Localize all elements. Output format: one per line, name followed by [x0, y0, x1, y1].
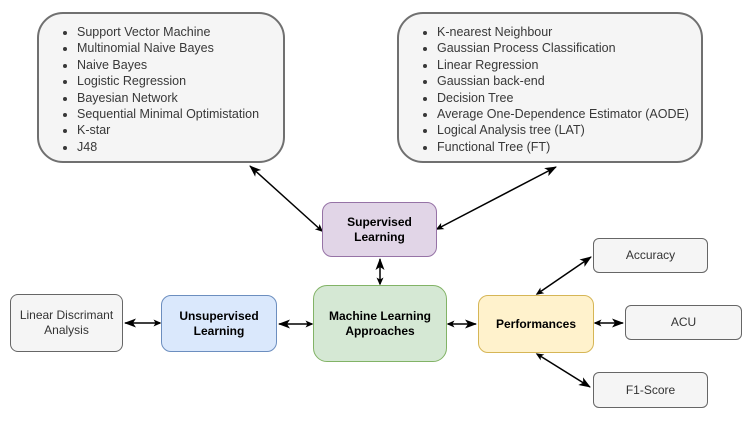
- list-item: Gaussian Process Classification: [437, 40, 689, 56]
- node-f1-score: F1-Score: [593, 372, 708, 408]
- node-machine-learning-approaches: Machine Learning Approaches: [313, 285, 447, 362]
- list-item: Functional Tree (FT): [437, 139, 689, 155]
- list-item: Multinomial Naive Bayes: [77, 40, 259, 56]
- list-item: Linear Regression: [437, 57, 689, 73]
- classifier-algorithms-list: K-nearest NeighbourGaussian Process Clas…: [399, 24, 689, 155]
- node-unsupervised-learning: Unsupervised Learning: [161, 295, 277, 352]
- node-label: Machine Learning Approaches: [328, 309, 432, 338]
- list-item: Sequential Minimal Optimistation: [77, 106, 259, 122]
- connector-performances-to-accuracy: [535, 256, 592, 295]
- list-item: Gaussian back-end: [437, 73, 689, 89]
- supervised-algorithms-list: Support Vector MachineMultinomial Naive …: [39, 24, 259, 155]
- list-item: Average One-Dependence Estimator (AODE): [437, 106, 689, 122]
- node-label: Unsupervised Learning: [179, 309, 259, 338]
- node-acu: ACU: [625, 305, 742, 340]
- node-accuracy: Accuracy: [593, 238, 708, 273]
- node-label: F1-Score: [625, 382, 676, 397]
- connector-supervised-to-right-list: [435, 166, 557, 230]
- node-performances: Performances: [478, 295, 594, 353]
- list-item: Logical Analysis tree (LAT): [437, 122, 689, 138]
- list-item: K-nearest Neighbour: [437, 24, 689, 40]
- list-item: Decision Tree: [437, 90, 689, 106]
- node-label: Accuracy: [625, 248, 676, 262]
- list-item: Naive Bayes: [77, 57, 259, 73]
- list-item: Bayesian Network: [77, 90, 259, 106]
- list-item: K-star: [77, 122, 259, 138]
- node-linear-discrimant-analysis: Linear Discrimant Analysis: [10, 294, 123, 352]
- list-item: J48: [77, 139, 259, 155]
- node-label: Supervised Learning: [347, 215, 412, 244]
- node-label: Linear Discrimant Analysis: [19, 308, 114, 337]
- list-item: Logistic Regression: [77, 73, 259, 89]
- list-item: Support Vector Machine: [77, 24, 259, 40]
- connector-supervised-to-left-list: [249, 165, 324, 233]
- supervised-algorithms-list-box: Support Vector MachineMultinomial Naive …: [37, 12, 285, 163]
- node-label: ACU: [670, 315, 697, 329]
- node-label: Performances: [495, 316, 577, 331]
- connector-performances-to-f1: [535, 353, 591, 388]
- classifier-algorithms-list-box: K-nearest NeighbourGaussian Process Clas…: [397, 12, 703, 163]
- node-supervised-learning: Supervised Learning: [322, 202, 437, 257]
